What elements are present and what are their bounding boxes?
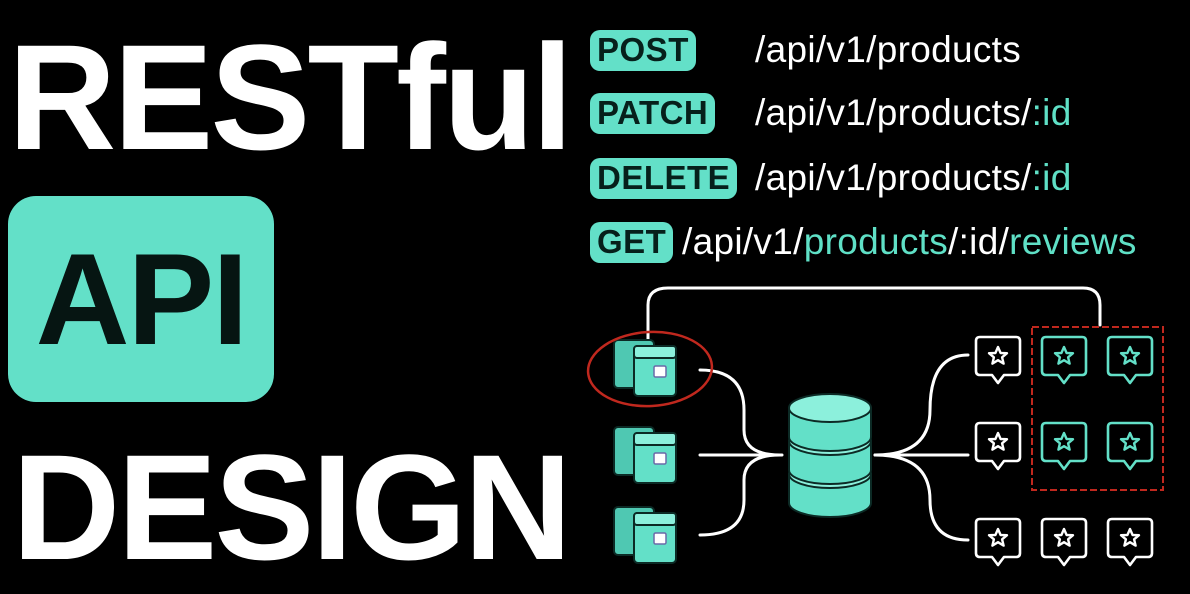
route-param: reviews [1009,221,1137,263]
selection-highlights [586,326,1164,491]
review-star-icon [1040,517,1088,567]
route-param: products [803,221,949,263]
connector-lines [646,286,1102,542]
route-path: /api/v1/products [755,29,1021,71]
selection-ring [586,330,714,408]
product-box-icon [613,426,677,484]
api-badge: API [8,196,274,402]
route-param: :id [1031,92,1072,134]
review-star-icon [1106,421,1154,471]
route-segment: /:id/ [948,221,1010,263]
route-row-delete: DELETE/api/v1/products/:id [590,157,1071,199]
route-row-get: GET/api/v1/products/:id/reviews [590,221,1136,263]
selection-box [1031,326,1164,491]
product-box-icon [613,339,677,397]
route-row-patch: PATCH/api/v1/products/:id [590,92,1071,134]
product-box-icon [613,506,677,564]
connector-line [873,353,970,457]
route-segment: /api/v1/products [755,29,1022,71]
route-path: /api/v1/products/:id/reviews [682,221,1137,263]
database-icon [788,393,872,518]
review-grid [974,335,1154,567]
title-design: DESIGN [12,423,572,591]
route-segment: /api/v1/products/ [755,157,1032,199]
review-star-icon [1040,335,1088,385]
title-restful: RESTful [8,13,573,181]
review-star-icon [1040,421,1088,471]
product-list [613,339,677,564]
route-path: /api/v1/products/:id [755,157,1072,199]
connector-line [698,453,782,537]
method-badge: POST [590,30,696,71]
method-badge: DELETE [590,158,738,199]
method-badge: GET [590,222,674,263]
route-segment: /api/v1/products/ [755,92,1032,134]
review-star-icon [1106,335,1154,385]
route-param: :id [1031,157,1072,199]
route-row-post: POST/api/v1/products [590,29,1021,71]
review-star-icon [1106,517,1154,567]
method-badge: PATCH [590,93,716,134]
api-badge-label: API [35,226,249,372]
route-path: /api/v1/products/:id [755,92,1072,134]
connector-line [873,453,970,542]
review-star-icon [974,517,1022,567]
review-star-icon [974,335,1022,385]
route-segment: /api/v1/ [682,221,804,263]
connector-line [646,286,1102,342]
review-star-icon [974,421,1022,471]
connector-line [698,368,782,457]
